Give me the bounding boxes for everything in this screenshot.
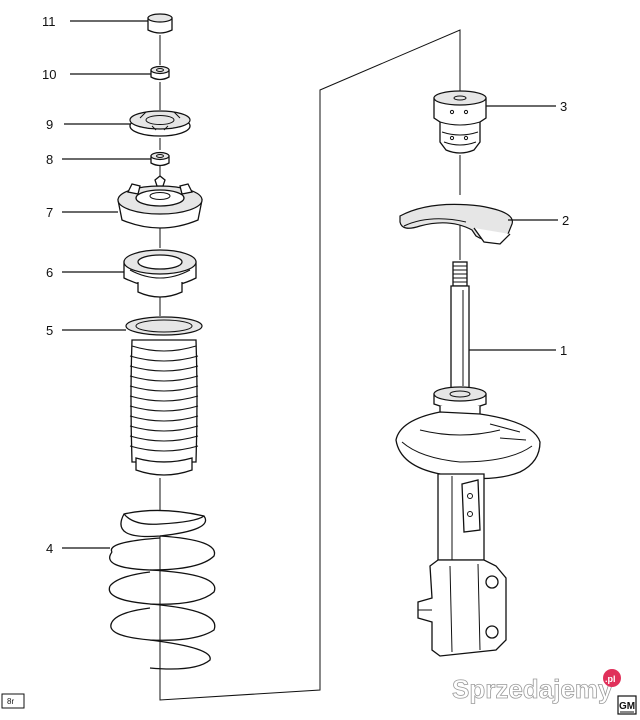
watermark: Sprzedajemy .pl bbox=[452, 669, 621, 704]
part-4-coil-spring bbox=[108, 509, 216, 670]
part-6-spring-seat bbox=[123, 249, 197, 298]
callout-3: 3 bbox=[560, 99, 567, 114]
part-10-nut bbox=[150, 65, 170, 81]
callout-11: 11 bbox=[42, 14, 56, 29]
part-5-dust-boot bbox=[125, 316, 203, 476]
callout-2: 2 bbox=[562, 213, 569, 228]
gm-logo: GM bbox=[617, 695, 637, 715]
watermark-badge-icon bbox=[603, 669, 621, 687]
part-11-cap bbox=[147, 13, 173, 34]
leader-lines bbox=[62, 20, 558, 549]
corner-tag: 8r bbox=[1, 693, 25, 709]
gm-logo-text: GM bbox=[619, 701, 635, 712]
callout-10: 10 bbox=[42, 67, 56, 82]
part-8-nut bbox=[150, 151, 170, 167]
callout-7: 7 bbox=[46, 205, 53, 220]
corner-tag-text: 8r bbox=[7, 697, 14, 706]
part-2-spring-insulator bbox=[399, 203, 513, 245]
part-1-strut-assembly bbox=[395, 261, 541, 657]
callout-4: 4 bbox=[46, 541, 53, 556]
part-7-strut-mount bbox=[117, 175, 203, 229]
callout-5: 5 bbox=[46, 323, 53, 338]
part-3-jounce-bumper bbox=[433, 90, 487, 154]
watermark-text: Sprzedajemy bbox=[452, 674, 613, 704]
assembly-path-line bbox=[159, 29, 461, 701]
part-9-washer bbox=[129, 110, 191, 137]
callout-8: 8 bbox=[46, 152, 53, 167]
callout-1: 1 bbox=[560, 343, 567, 358]
callout-6: 6 bbox=[46, 265, 53, 280]
watermark-suffix: .pl bbox=[605, 674, 616, 684]
callout-9: 9 bbox=[46, 117, 53, 132]
